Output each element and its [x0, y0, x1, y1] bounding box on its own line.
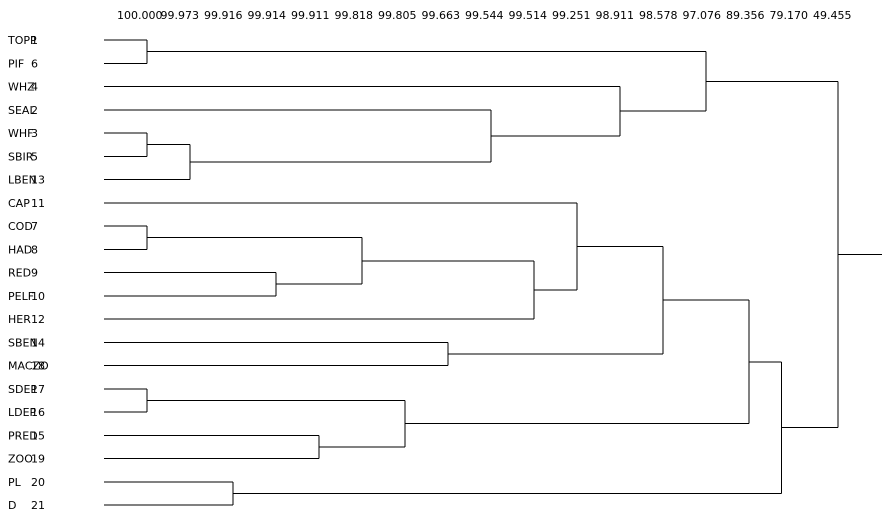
axis-tick-label: 99.914	[248, 9, 287, 22]
axis-tick-label: 79.170	[770, 9, 809, 22]
axis-tick-label: 99.251	[552, 9, 591, 22]
axis-tick-label: 99.911	[291, 9, 330, 22]
axis-tick-label: 97.076	[683, 9, 722, 22]
leaf-name: LBEN	[8, 174, 37, 187]
leaf-id: 4	[31, 81, 38, 94]
leaf-id: 16	[31, 406, 45, 419]
axis-tick-label: 99.805	[378, 9, 417, 22]
leaf-id: 3	[31, 127, 38, 140]
leaf-name: SDEP	[8, 383, 37, 396]
axis-tick-label: 99.514	[509, 9, 548, 22]
leaf-id: 2	[31, 104, 38, 117]
axis-tick-label: 99.818	[335, 9, 374, 22]
leaf-id: 14	[31, 336, 45, 349]
leaf-name: SEAL	[8, 104, 36, 117]
axis-tick-label: 98.911	[596, 9, 635, 22]
axis-tick-label: 99.663	[422, 9, 461, 22]
axis-tick-label: 99.916	[204, 9, 243, 22]
leaf-id: 12	[31, 313, 45, 326]
leaf-name: WHZ	[8, 81, 35, 94]
leaf-id: 19	[31, 453, 45, 466]
leaf-id: 17	[31, 383, 45, 396]
leaf-name: ZOO	[8, 453, 33, 466]
leaf-name: PIF	[8, 57, 24, 70]
leaf-id: 15	[31, 429, 45, 442]
leaf-id: 13	[31, 174, 45, 187]
axis-tick-label: 49.455	[813, 9, 852, 22]
axis-tick-label: 89.356	[726, 9, 765, 22]
leaf-name: SBEN	[8, 336, 38, 349]
leaf-name: RED	[8, 267, 31, 280]
leaf-id: 9	[31, 267, 38, 280]
leaf-name: CAP	[8, 197, 30, 210]
dendrogram-tree	[104, 39, 882, 506]
leaf-name: D	[8, 499, 16, 512]
leaf-name: LDEP	[8, 406, 37, 419]
axis-tick-label: 100.000	[117, 9, 163, 22]
leaf-name: WHF	[8, 127, 33, 140]
leaf-id: 18	[31, 360, 45, 373]
leaf-name: PRED	[8, 429, 38, 442]
leaf-id: 8	[31, 243, 38, 256]
axis-tick-label: 98.578	[639, 9, 678, 22]
leaf-id: 20	[31, 476, 45, 489]
leaf-name: MACZO	[8, 360, 49, 373]
leaf-name: PELF	[8, 290, 34, 303]
leaf-name: HAD	[8, 243, 32, 256]
leaf-name: COD	[8, 220, 33, 233]
leaf-id: 6	[31, 57, 38, 70]
leaf-name: SBIR	[8, 150, 34, 163]
leaf-id: 11	[31, 197, 45, 210]
leaf-id: 5	[31, 150, 38, 163]
axis-tick-label: 99.973	[161, 9, 200, 22]
leaf-id: 1	[31, 34, 38, 47]
leaf-id: 21	[31, 499, 45, 512]
leaf-name: HER	[8, 313, 31, 326]
axis-tick-label: 99.544	[465, 9, 504, 22]
leaf-id: 10	[31, 290, 45, 303]
leaf-id: 7	[31, 220, 38, 233]
leaf-name: TOPP	[7, 34, 37, 47]
leaf-name: PL	[8, 476, 22, 489]
